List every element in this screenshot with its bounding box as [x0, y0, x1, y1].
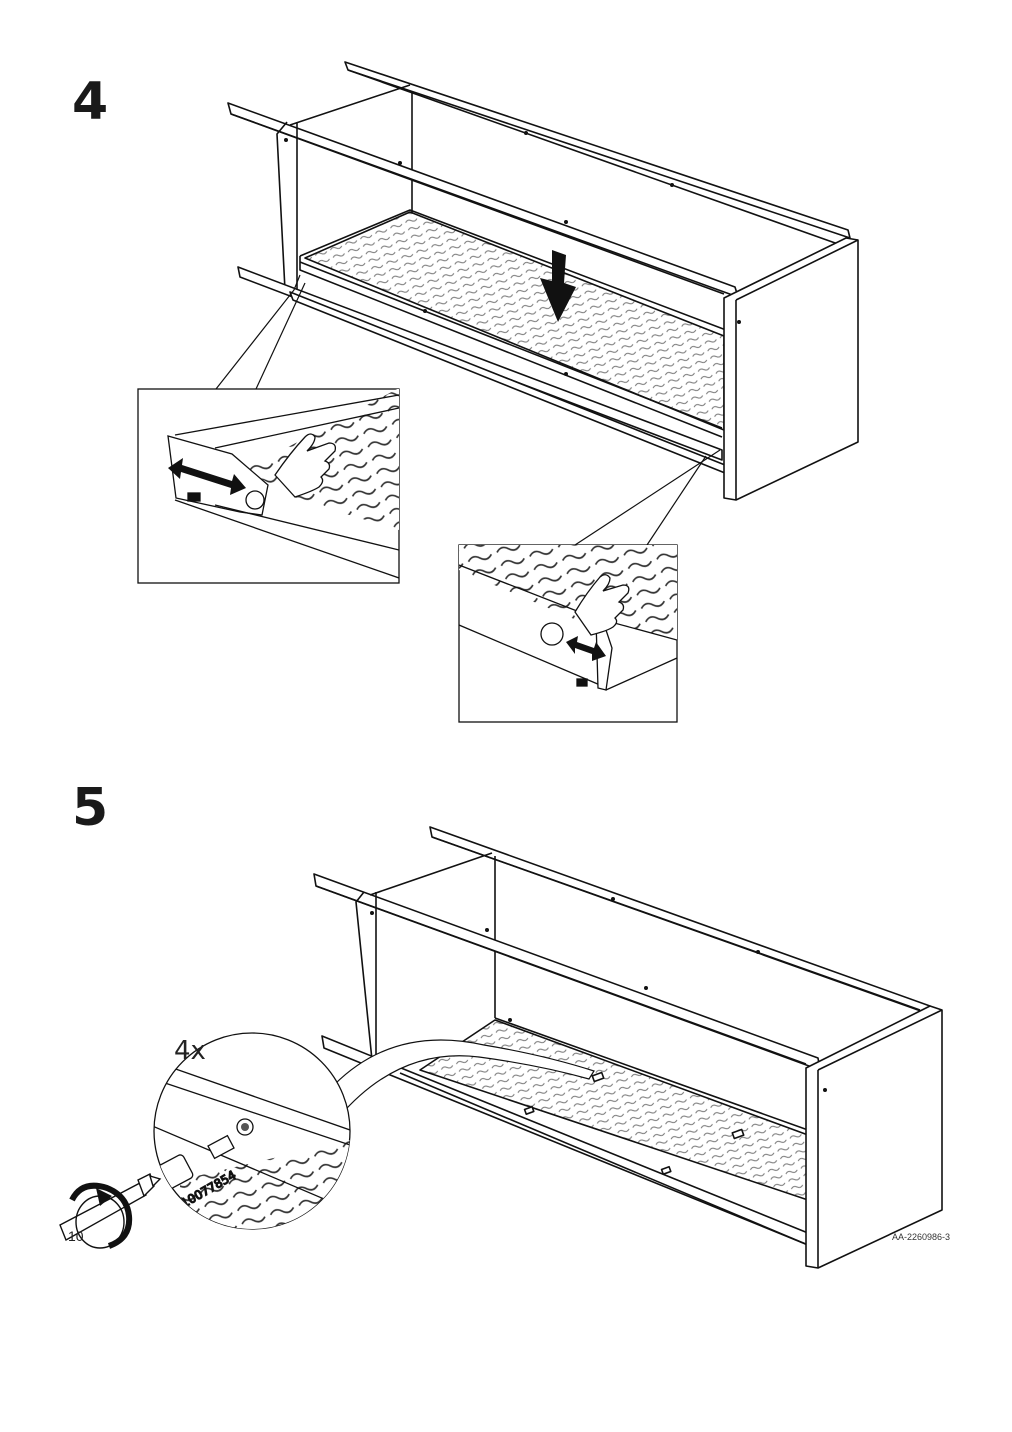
- detail-left: [137, 388, 400, 584]
- quantity-label: 4x: [174, 1036, 206, 1066]
- document-code: AA-2260986-3: [891, 1232, 950, 1242]
- arrow-down-icon: [540, 250, 576, 322]
- step-4-cabinet: [227, 61, 859, 501]
- step-5-cabinet: [313, 826, 943, 1269]
- detail-right: [458, 544, 678, 723]
- step-5-number: 5: [72, 778, 109, 838]
- double-arrow-icon: [168, 458, 246, 495]
- step-4-number: 4: [72, 72, 109, 132]
- page-number: 10: [68, 1228, 84, 1244]
- double-arrow-icon: [566, 636, 606, 661]
- rotate-clockwise-icon: [69, 1182, 133, 1249]
